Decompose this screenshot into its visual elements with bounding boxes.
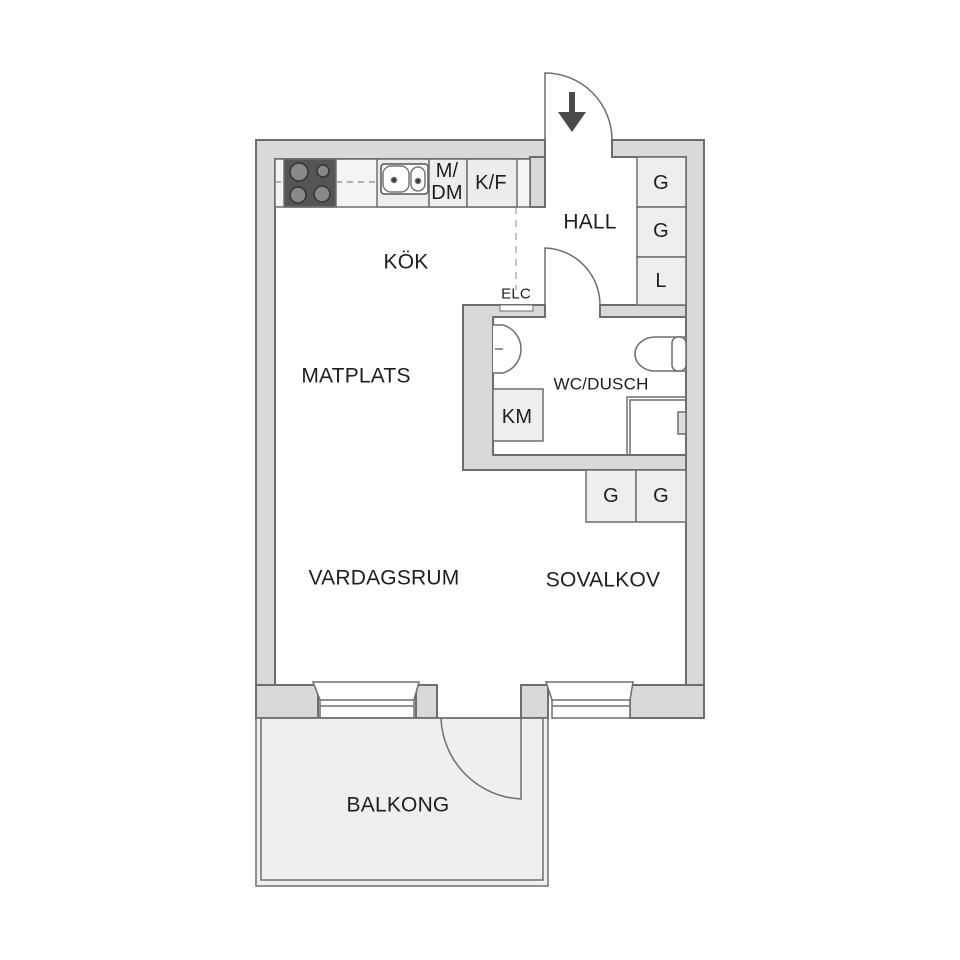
fixture-label-washing-machine: KM <box>501 406 533 428</box>
hall-closets <box>636 156 687 306</box>
fixture-label-electrical-cabinet: ELC <box>501 285 531 303</box>
room-label-dining: MATPLATS <box>301 364 411 388</box>
room-label-sleeping-alcove: SOVALKOV <box>545 568 661 592</box>
balcony-door <box>440 717 522 800</box>
fixture-label-alcove-wardrobe-1: G <box>603 485 619 507</box>
balcony <box>255 717 549 887</box>
room-label-bathroom: WC/DUSCH <box>553 374 649 394</box>
kitchen-partition <box>529 156 546 208</box>
fixture-label-fridge-freezer: K/F <box>475 172 507 194</box>
room-label-hall: HALL <box>563 210 617 234</box>
bathroom-walls <box>462 304 687 471</box>
fixture-label-hall-wardrobe-2: G <box>653 220 669 242</box>
shower-mixer-icon <box>677 411 687 435</box>
fixture-label-dishwasher-2: DM <box>431 182 463 204</box>
fixture-label-hall-linen: L <box>655 270 667 292</box>
entrance-door <box>544 72 613 141</box>
room-label-living: VARDAGSRUM <box>308 566 460 590</box>
room-label-balcony: BALKONG <box>346 793 450 817</box>
exterior-walls <box>255 139 705 719</box>
fridge-box <box>466 158 518 208</box>
electrical-cabinet-box <box>499 304 534 312</box>
windows <box>311 681 634 719</box>
fixture-label-alcove-wardrobe-2: G <box>653 485 669 507</box>
fixture-label-dishwasher-1: M/ <box>435 160 459 182</box>
entrance-arrow-icon <box>558 112 586 132</box>
bathroom-fixtures <box>492 324 687 455</box>
kitchen-counter <box>274 158 531 290</box>
bathroom-door <box>544 247 601 306</box>
fixture-label-hall-wardrobe-1: G <box>653 172 669 194</box>
washbasin-icon <box>493 324 522 374</box>
washing-machine-box <box>492 388 544 442</box>
dishwasher-box <box>428 158 468 208</box>
room-label-kitchen: KÖK <box>383 250 429 274</box>
alcove-closets <box>585 469 687 523</box>
